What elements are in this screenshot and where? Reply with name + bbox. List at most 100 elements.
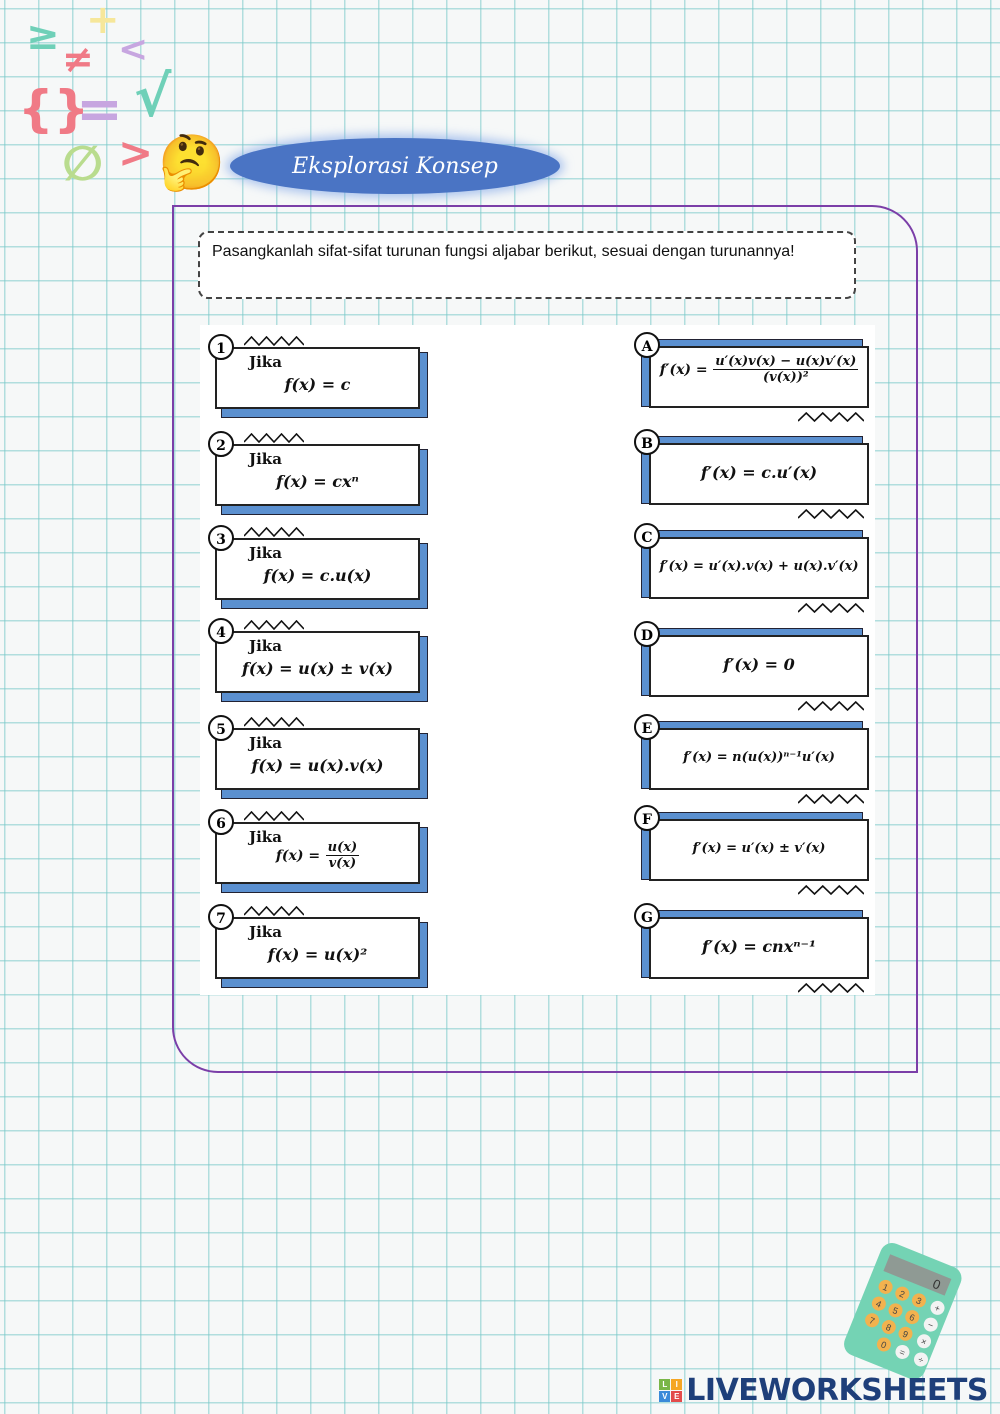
calculator-key-label: 8	[884, 1322, 892, 1333]
calculator-key: 3	[911, 1293, 926, 1308]
formula: f(x) = u(x) ± v(x)	[242, 659, 393, 678]
card-letter-badge: D	[634, 621, 660, 647]
card-jika-label: Jika	[249, 923, 282, 941]
card-jika-label: Jika	[249, 450, 282, 468]
formula: f(x) = u(x).v(x)	[251, 756, 384, 775]
decor-sqrt-icon: √	[134, 65, 172, 130]
card-jika-label: Jika	[249, 734, 282, 752]
calculator-key-label: 9	[901, 1329, 909, 1340]
formula: f′(x) = u′(x)v(x) − u(x)v′(x)(v(x))²	[651, 354, 867, 385]
calculator-key: 7	[865, 1313, 880, 1328]
zigzag-decoration	[798, 603, 864, 613]
card-number-badge: 5	[208, 715, 234, 741]
calculator-key-label: −	[926, 1319, 935, 1330]
formula: f′(x) = c.u′(x)	[700, 463, 818, 482]
calculator-key: ×	[917, 1334, 932, 1349]
zigzag-decoration	[244, 811, 304, 821]
decor-gt-icon: >	[118, 128, 154, 177]
card-letter-badge: F	[634, 805, 660, 831]
calculator-key: 5	[888, 1303, 903, 1318]
card-box: f′(x) = 0	[649, 635, 869, 697]
formula: f(x) = u(x)²	[267, 945, 368, 964]
card-box: Jika f(x) = c.u(x)	[215, 538, 420, 600]
card-box: f′(x) = cnxⁿ⁻¹	[649, 917, 869, 979]
fraction: u(x)v(x)	[325, 840, 360, 871]
calculator-key-label: =	[898, 1347, 907, 1358]
section-title-text: Eksplorasi Konsep	[292, 153, 498, 179]
card-number-badge: 6	[208, 809, 234, 835]
logo-tile: V	[659, 1391, 671, 1402]
logo-tiles-icon: L I V E	[659, 1379, 683, 1402]
formula: f′(x) = n(u(x))ⁿ⁻¹u′(x)	[683, 750, 835, 765]
formula: f′(x) = 0	[723, 655, 795, 674]
card-jika-label: Jika	[249, 828, 282, 846]
calculator-key: −	[923, 1317, 938, 1332]
zigzag-decoration	[798, 412, 864, 422]
decor-equals-icon: =	[76, 77, 123, 142]
zigzag-decoration	[244, 717, 304, 727]
card-jika-label: Jika	[249, 544, 282, 562]
zigzag-decoration	[798, 794, 864, 804]
calculator-key: =	[895, 1344, 910, 1359]
formula: f′(x) = cnxⁿ⁻¹	[701, 937, 817, 956]
calculator-key: +	[930, 1300, 945, 1315]
zigzag-decoration	[244, 527, 304, 537]
zigzag-decoration	[244, 906, 304, 916]
calculator-key: 2	[895, 1286, 910, 1301]
liveworksheets-logo: L I V E LIVEWORKSHEETS	[659, 1373, 988, 1408]
logo-tile: E	[671, 1391, 683, 1402]
card-letter-badge: C	[634, 523, 660, 549]
calculator-key-label: 6	[908, 1312, 916, 1323]
card-box: f′(x) = u′(x).v(x) + u(x).v′(x)	[649, 537, 869, 599]
fraction: u′(x)v(x) − u(x)v′(x)(v(x))²	[713, 354, 859, 385]
zigzag-decoration	[798, 983, 864, 993]
calculator-key: 6	[905, 1310, 920, 1325]
calculator-key-label: 1	[881, 1282, 889, 1293]
card-jika-label: Jika	[249, 353, 282, 371]
calculator-key-label: 7	[868, 1315, 876, 1326]
calculator-key-label: 5	[891, 1305, 899, 1316]
card-number-badge: 1	[208, 334, 234, 360]
formula: f(x) = c	[284, 375, 351, 394]
card-number-badge: 7	[208, 904, 234, 930]
calculator-key-label: 2	[898, 1289, 906, 1300]
calculator-key: ÷	[913, 1352, 928, 1367]
formula: f(x) = c.u(x)	[263, 566, 372, 585]
calculator-key-label: +	[933, 1303, 942, 1314]
card-letter-badge: E	[634, 714, 660, 740]
zigzag-decoration	[244, 433, 304, 443]
calculator-key: 8	[881, 1320, 896, 1335]
card-number-badge: 3	[208, 525, 234, 551]
calculator-key-label: 3	[915, 1295, 923, 1306]
decor-neq-icon: ≠	[62, 37, 94, 81]
card-box: Jika f(x) = u(x) ± v(x)	[215, 631, 420, 693]
zigzag-decoration	[798, 885, 864, 895]
calculator-key-label: ×	[920, 1336, 929, 1347]
card-jika-label: Jika	[249, 637, 282, 655]
card-box: Jika f(x) = u(x).v(x)	[215, 728, 420, 790]
card-letter-badge: G	[634, 903, 660, 929]
decor-geq-icon: ≥	[26, 13, 60, 59]
logo-tile: L	[659, 1379, 671, 1390]
formula: f′(x) = u′(x) ± v′(x)	[692, 841, 826, 856]
formula: f′(x) = u′(x).v(x) + u(x).v′(x)	[659, 559, 859, 574]
zigzag-decoration	[798, 701, 864, 711]
formula: f(x) = u(x)v(x)	[217, 840, 418, 871]
formula-lhs: f′(x) =	[659, 362, 708, 378]
calculator-key-label: 0	[880, 1339, 888, 1350]
calculator-key: 1	[878, 1279, 893, 1294]
decor-emptyset-icon: ∅	[62, 136, 104, 192]
card-letter-badge: A	[634, 332, 660, 358]
decor-plus-icon: +	[86, 0, 120, 43]
fraction-numerator: u′(x)v(x) − u(x)v′(x)	[713, 354, 859, 370]
card-box: Jika f(x) = u(x)²	[215, 917, 420, 979]
fraction-denominator: (v(x))²	[762, 370, 809, 385]
calculator-key: 9	[898, 1326, 913, 1341]
thinking-emoji-icon: 🤔	[158, 133, 226, 193]
formula-lhs: f(x) =	[275, 848, 321, 864]
content-frame	[172, 205, 918, 1073]
section-title: Eksplorasi Konsep	[230, 138, 560, 194]
card-letter-badge: B	[634, 429, 660, 455]
